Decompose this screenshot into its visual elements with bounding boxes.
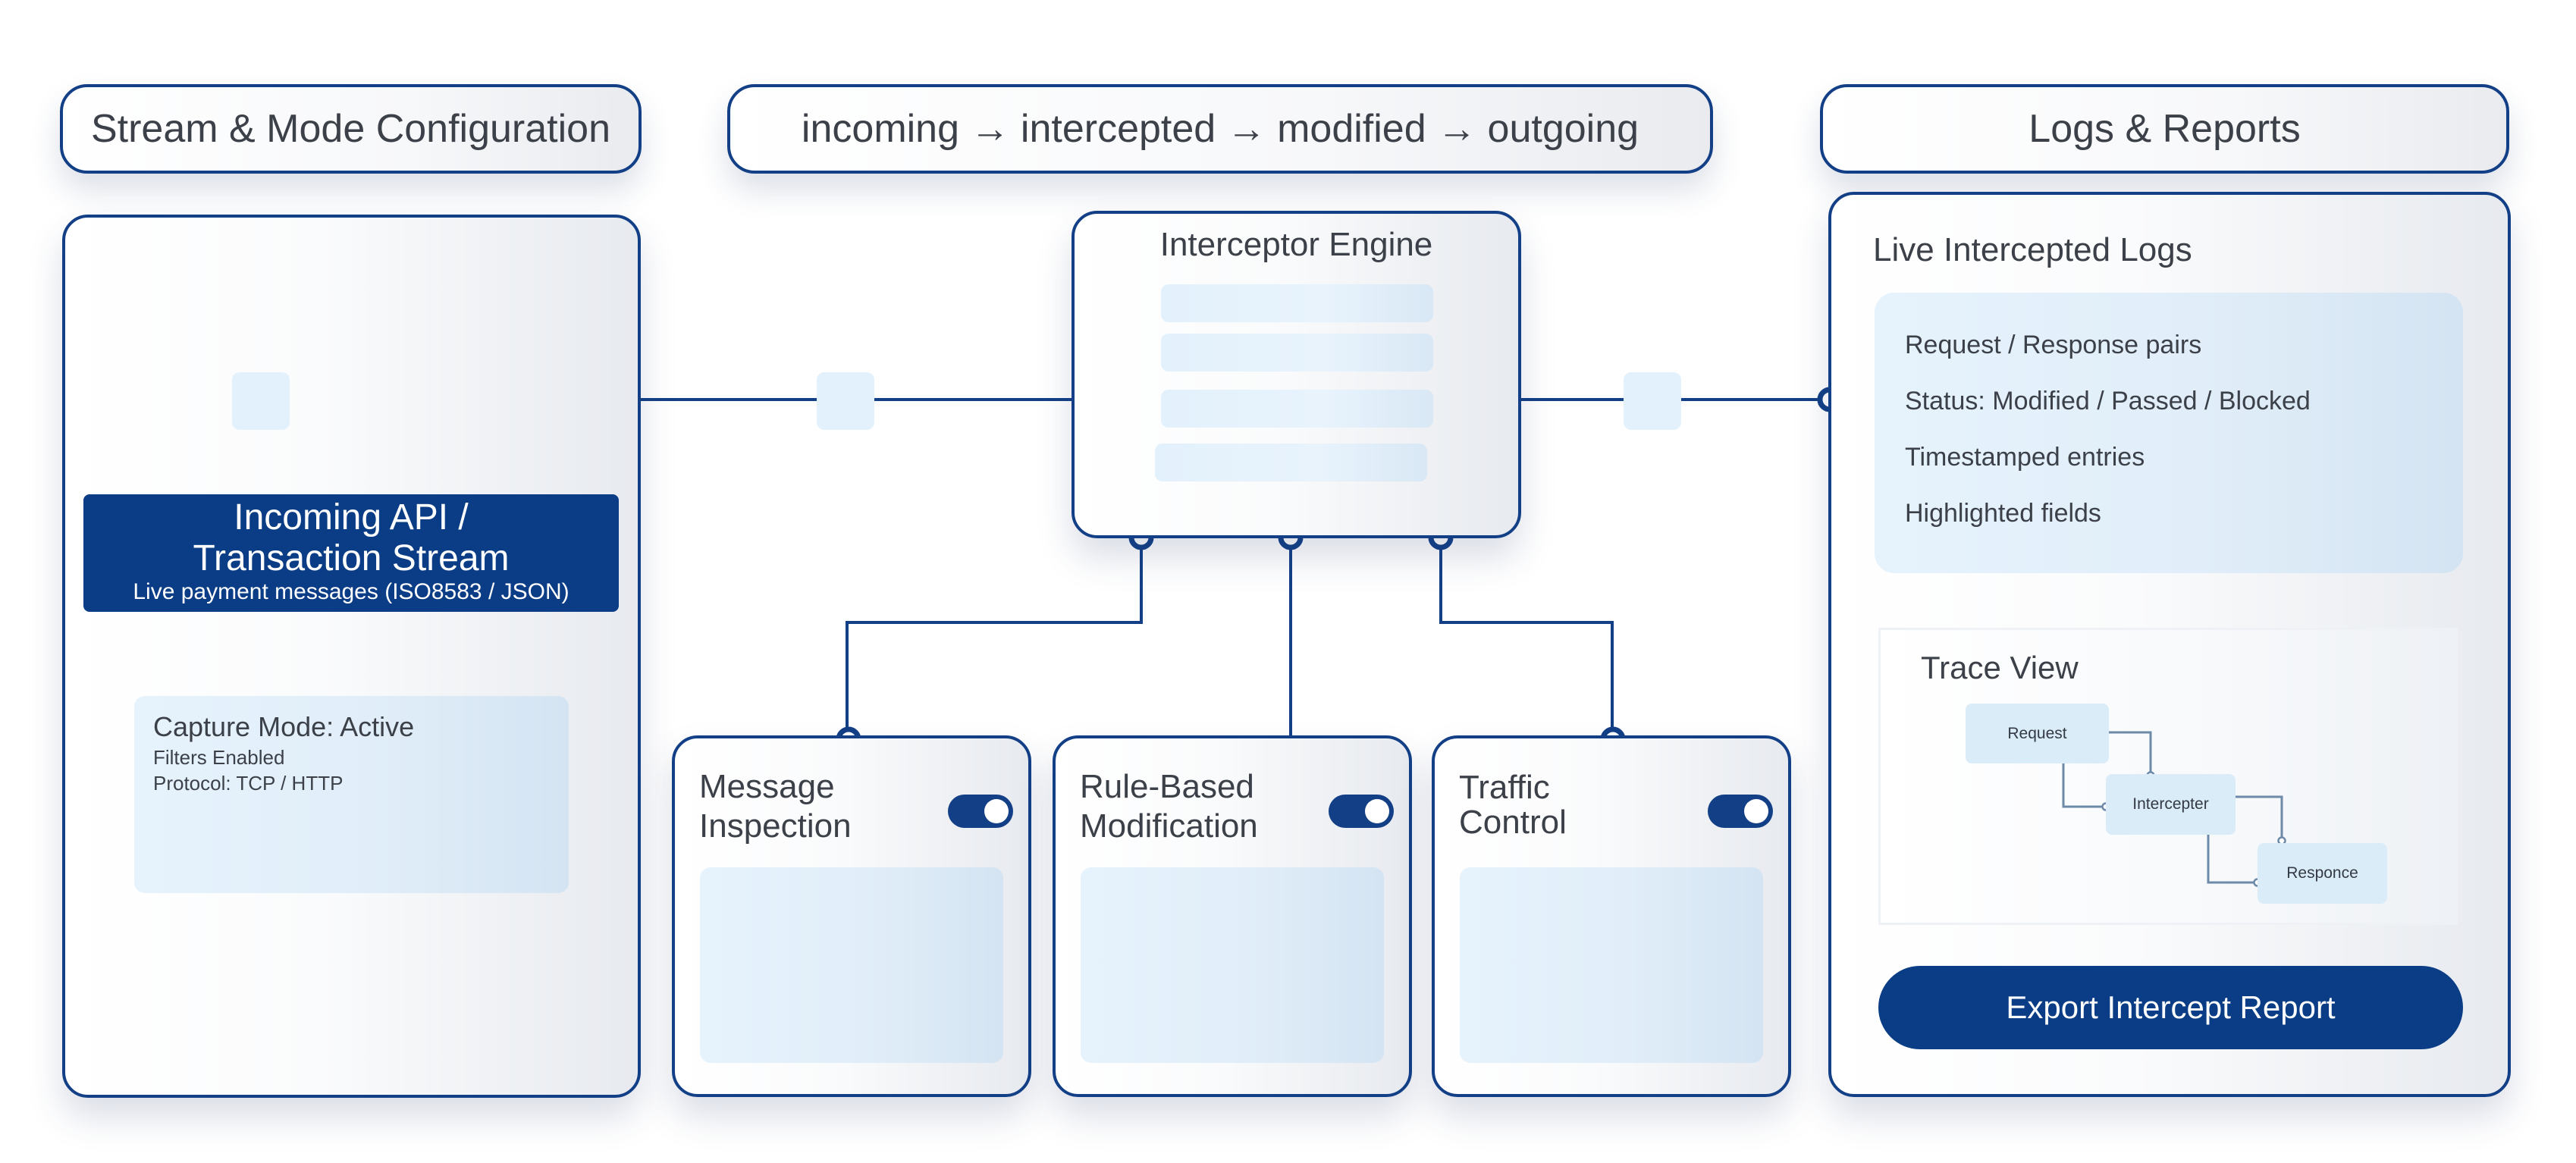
modification-toggle[interactable] bbox=[1329, 795, 1394, 828]
flow-label-text: incoming → intercepted → modified → outg… bbox=[801, 107, 1639, 151]
logs-reports-header: Logs & Reports bbox=[1820, 84, 2509, 174]
stream-mode-header: Stream & Mode Configuration bbox=[60, 84, 642, 174]
engine-bar-4 bbox=[1155, 444, 1427, 481]
rule-modification-card: Rule-Based Modification bbox=[1053, 735, 1412, 1097]
trace-node-response: Responce bbox=[2258, 843, 2387, 904]
flow-placeholder-square-1 bbox=[817, 372, 874, 430]
capture-mode-card: Capture Mode: Active Filters Enabled Pro… bbox=[134, 696, 569, 893]
stream-placeholder-square bbox=[232, 372, 290, 430]
traffic-content-area bbox=[1460, 867, 1763, 1063]
stream-mode-header-label: Stream & Mode Configuration bbox=[90, 107, 610, 151]
stream-config-panel bbox=[62, 215, 641, 1098]
inspection-content-area bbox=[700, 867, 1003, 1063]
capture-filters-text: Filters Enabled bbox=[153, 746, 285, 769]
export-report-button-label: Export Intercept Report bbox=[2006, 989, 2336, 1025]
engine-to-inspection-wire bbox=[846, 538, 1143, 738]
traffic-title-line2: Control bbox=[1459, 804, 1567, 841]
interceptor-engine-card bbox=[1072, 211, 1521, 538]
export-report-button[interactable]: Export Intercept Report bbox=[1878, 966, 2463, 1049]
toggle-knob bbox=[1365, 799, 1389, 823]
traffic-control-card: Traffic Control bbox=[1432, 735, 1791, 1097]
traffic-toggle[interactable] bbox=[1708, 795, 1773, 828]
message-inspection-card: Message Inspection bbox=[672, 735, 1031, 1097]
trace-view-card: Trace View Request Intercepter Responce bbox=[1878, 628, 2458, 925]
inspection-title-line1: Message bbox=[699, 768, 835, 805]
trace-node-interceptor: Intercepter bbox=[2106, 774, 2236, 835]
incoming-stream-card: Incoming API / Transaction Stream Live p… bbox=[83, 494, 619, 612]
traffic-title: Traffic Control bbox=[1459, 770, 1567, 840]
inspection-title-line2: Inspection bbox=[699, 807, 852, 845]
inspection-title: Message Inspection bbox=[699, 767, 852, 846]
engine-bar-2 bbox=[1161, 334, 1433, 371]
stream-title-line1: Incoming API / bbox=[234, 497, 469, 538]
stream-subtitle: Live payment messages (ISO8583 / JSON) bbox=[133, 579, 569, 604]
log-item-pairs: Request / Response pairs bbox=[1905, 331, 2202, 359]
engine-title: Interceptor Engine bbox=[1159, 226, 1433, 263]
toggle-knob bbox=[984, 799, 1009, 823]
toggle-knob bbox=[1744, 799, 1768, 823]
modification-title-line2: Modification bbox=[1080, 807, 1258, 845]
stream-title-line2: Transaction Stream bbox=[193, 538, 510, 578]
log-item-status: Status: Modified / Passed / Blocked bbox=[1905, 387, 2311, 415]
capture-protocol-text: Protocol: TCP / HTTP bbox=[153, 772, 344, 795]
traffic-title-line1: Traffic bbox=[1459, 769, 1550, 806]
log-item-timestamps: Timestamped entries bbox=[1905, 443, 2145, 472]
live-logs-title: Live Intercepted Logs bbox=[1873, 231, 2192, 268]
flow-placeholder-square-2 bbox=[1624, 372, 1681, 430]
engine-bar-3 bbox=[1161, 390, 1433, 428]
modification-content-area bbox=[1081, 867, 1384, 1063]
engine-to-traffic-wire bbox=[1439, 538, 1614, 738]
inspection-toggle[interactable] bbox=[948, 795, 1013, 828]
trace-node-request: Request bbox=[1966, 704, 2109, 763]
logs-reports-header-label: Logs & Reports bbox=[2028, 107, 2301, 151]
live-logs-card: Request / Response pairs Status: Modifie… bbox=[1875, 293, 2463, 573]
engine-bar-1 bbox=[1161, 284, 1433, 322]
log-item-highlighted: Highlighted fields bbox=[1905, 499, 2101, 528]
modification-title-line1: Rule-Based bbox=[1080, 768, 1254, 805]
modification-title: Rule-Based Modification bbox=[1080, 767, 1258, 846]
capture-mode-title: Capture Mode: Active bbox=[153, 711, 415, 742]
trace-view-title: Trace View bbox=[1921, 650, 2079, 685]
flow-label-header: incoming → intercepted → modified → outg… bbox=[727, 84, 1713, 174]
